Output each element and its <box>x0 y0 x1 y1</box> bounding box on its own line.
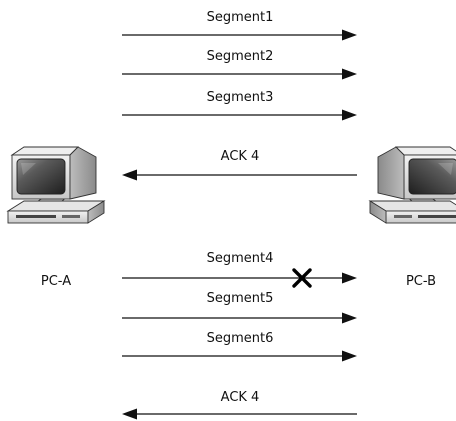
message-segment3: Segment3 <box>122 90 357 121</box>
message-label: Segment4 <box>207 251 274 266</box>
message-label: Segment1 <box>207 10 274 25</box>
message-ack-1: ACK 4 <box>122 149 357 181</box>
arrow-head <box>342 350 357 362</box>
message-label: Segment5 <box>207 291 274 306</box>
message-segment1: Segment1 <box>122 10 357 41</box>
message-segment4-lost: Segment4 <box>122 251 357 288</box>
message-label: ACK 4 <box>221 390 260 405</box>
message-label: ACK 4 <box>221 149 260 164</box>
message-ack-2: ACK 4 <box>122 390 357 420</box>
arrow-head <box>122 408 137 420</box>
message-segment6: Segment6 <box>122 331 357 362</box>
message-label: Segment2 <box>207 49 274 64</box>
arrow-head <box>342 312 357 324</box>
pc-b-icon <box>369 146 456 224</box>
message-segment2: Segment2 <box>122 49 357 80</box>
arrow-head <box>342 68 357 80</box>
arrow-head <box>122 169 137 181</box>
arrow-head <box>342 109 357 121</box>
pc-a-label: PC-A <box>41 274 71 289</box>
pc-b-label: PC-B <box>406 274 436 289</box>
pc-a-icon <box>7 146 105 224</box>
message-label: Segment3 <box>207 90 274 105</box>
message-label: Segment6 <box>207 331 274 346</box>
arrow-head <box>342 29 357 41</box>
arrow-head <box>342 272 357 284</box>
x-cross-icon <box>292 268 312 288</box>
message-segment5: Segment5 <box>122 291 357 324</box>
